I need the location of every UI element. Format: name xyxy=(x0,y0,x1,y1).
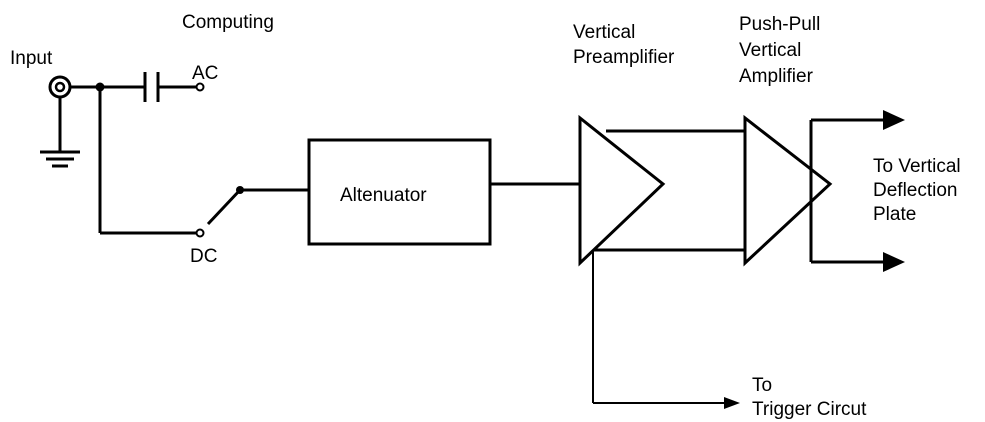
trigger-arrow-icon xyxy=(724,397,740,409)
output-top-arrow-icon xyxy=(883,110,905,130)
ac-label: AC xyxy=(192,63,218,84)
dc-terminal xyxy=(195,228,205,238)
attenuator-label: Altenuator xyxy=(340,185,427,206)
ground-icon xyxy=(40,97,80,168)
amp-label-line1: Push-Pull xyxy=(739,14,820,35)
trigger-label-line2: Trigger Circut xyxy=(752,399,867,420)
trigger-label-line1: To xyxy=(752,375,772,396)
output-label-line3: Plate xyxy=(873,204,916,225)
coupling-title: Computing xyxy=(182,12,274,33)
preamp-label-line2: Preamplifier xyxy=(573,47,675,68)
dc-label: DC xyxy=(190,246,217,267)
output-bottom-arrow-icon xyxy=(883,252,905,272)
output-label-line2: Deflection xyxy=(873,180,958,201)
amp-label-line2: Vertical xyxy=(739,40,801,61)
input-connector-icon xyxy=(48,75,72,99)
preamp-label-line1: Vertical xyxy=(573,22,635,43)
attenuator-box xyxy=(307,138,492,246)
capacitor-icon xyxy=(143,72,205,102)
output-label-line1: To Vertical xyxy=(873,156,961,177)
input-label: Input xyxy=(10,48,53,69)
push-pull-amplifier-triangle xyxy=(743,114,833,267)
preamplifier-triangle xyxy=(578,114,666,267)
amp-label-line3: Amplifier xyxy=(739,66,814,87)
coupling-switch-icon xyxy=(206,186,309,226)
